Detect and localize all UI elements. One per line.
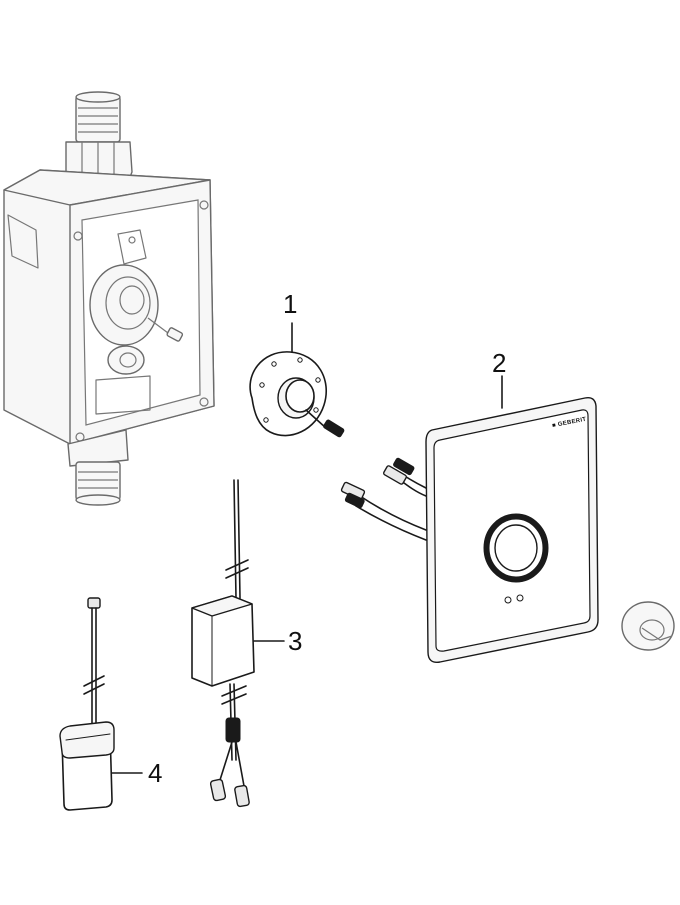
callout-label-4: 4 bbox=[148, 758, 163, 788]
callout-label-1: 1 bbox=[283, 289, 298, 319]
concealed-valve-box bbox=[3, 91, 215, 506]
cover-plate bbox=[340, 375, 599, 663]
callout-label-3: 3 bbox=[288, 626, 303, 656]
sensor-module bbox=[249, 322, 345, 438]
power-supply-unit bbox=[191, 479, 285, 808]
battery-box bbox=[59, 597, 143, 811]
sensor-cap bbox=[621, 601, 675, 651]
valve-box-internal-valve bbox=[89, 229, 184, 415]
indicator-led-left bbox=[504, 596, 512, 604]
valve-box-bottom-connection bbox=[67, 429, 129, 506]
callout-label-2: 2 bbox=[492, 348, 507, 378]
valve-box-top-connection bbox=[65, 91, 133, 183]
indicator-led-right bbox=[516, 594, 524, 602]
